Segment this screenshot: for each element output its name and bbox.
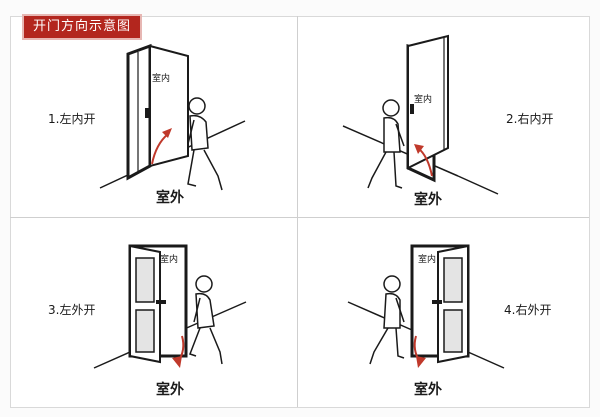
door-handle <box>156 300 166 304</box>
arrow-head <box>416 356 426 368</box>
person-figure <box>189 275 223 365</box>
door-handle <box>432 300 442 304</box>
arrow-head <box>172 356 182 368</box>
panel-right-outward: 室内 室外 4.右外开 <box>347 244 551 398</box>
panel-caption: 4.右外开 <box>504 302 551 317</box>
person-figure <box>369 275 405 365</box>
floor-line <box>93 351 131 369</box>
panel-caption: 1.左内开 <box>48 111 95 126</box>
arrow-head <box>162 128 172 138</box>
door-panel <box>149 44 189 168</box>
door-handle <box>410 104 414 114</box>
outdoor-label: 室外 <box>156 189 184 206</box>
indoor-label: 室内 <box>160 253 178 265</box>
arrow-head <box>414 144 424 154</box>
outdoor-label: 室外 <box>414 191 442 208</box>
floor-line <box>457 175 499 195</box>
floor-line <box>467 351 505 369</box>
glass-pane-top <box>443 257 463 303</box>
panel-caption: 3.左外开 <box>48 302 95 317</box>
door-panel <box>407 34 449 170</box>
glass-pane-bottom <box>443 309 463 353</box>
person-figure <box>187 97 223 191</box>
floor-line <box>99 173 131 189</box>
door-handle <box>145 108 149 118</box>
outdoor-label: 室外 <box>156 381 184 398</box>
vertical-divider <box>297 16 298 407</box>
indoor-label: 室内 <box>152 72 170 84</box>
outdoor-label: 室外 <box>414 381 442 398</box>
horizontal-divider <box>10 217 589 218</box>
indoor-label: 室内 <box>414 93 432 105</box>
panel-left-inward: 室内 室外 1.左内开 <box>48 43 246 206</box>
diagram-frame <box>10 16 590 408</box>
glass-pane-bottom <box>135 309 155 353</box>
panel-right-inward: 室内 室外 2.右内开 <box>342 34 553 208</box>
indoor-label: 室内 <box>418 253 436 265</box>
diagram-title: 开门方向示意图 <box>22 14 142 40</box>
floor-line <box>347 301 413 331</box>
panel-caption: 2.右内开 <box>506 111 553 126</box>
floor-line <box>181 301 247 331</box>
person-figure <box>367 99 405 189</box>
panel-left-outward: 室内 室外 3.左外开 <box>48 244 247 398</box>
glass-pane-top <box>135 257 155 303</box>
